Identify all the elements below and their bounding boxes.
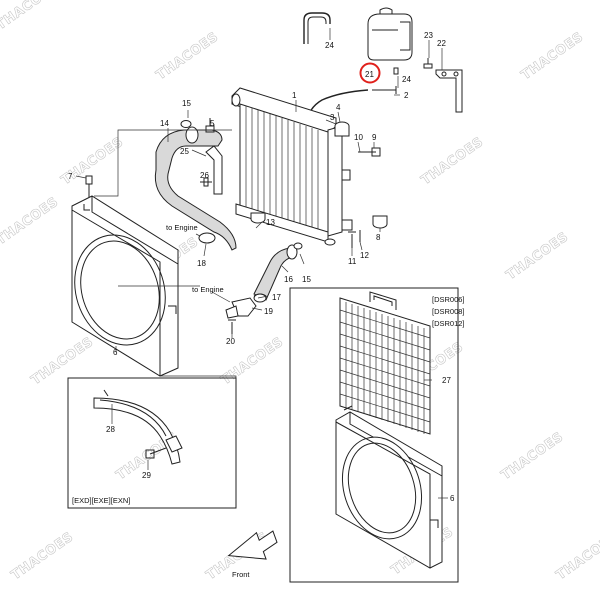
variant-code: [DSR008] <box>432 307 465 316</box>
part-number: 26 <box>200 171 209 180</box>
watermark-text: THACOES <box>504 230 572 284</box>
bolt-7 <box>85 175 93 198</box>
lower-hose <box>253 242 303 303</box>
part-number: 9 <box>372 133 377 142</box>
guard-bolt <box>145 447 167 459</box>
part-number: 25 <box>180 147 189 156</box>
highlight-circle <box>359 62 381 84</box>
mesh-pattern <box>339 302 431 434</box>
part-number: 27 <box>442 376 451 385</box>
part-number: 19 <box>264 307 273 316</box>
front-label: Front <box>232 570 250 579</box>
watermark-text: THACOES <box>519 30 587 84</box>
part-number: 1 <box>292 91 297 100</box>
part-number: 16 <box>284 275 293 284</box>
part-number: 6 <box>450 494 455 503</box>
part-number: 14 <box>160 119 169 128</box>
option-code: [EXD][EXE][EXN] <box>72 496 130 505</box>
hose-bracket <box>200 118 223 195</box>
watermark-text: THACOES <box>29 335 97 389</box>
radiator-assembly <box>231 87 388 248</box>
inset-box-guard <box>67 377 237 509</box>
part-number: 24 <box>402 75 411 84</box>
leader-lines <box>75 28 448 499</box>
watermark-text: THACOES <box>0 195 61 249</box>
tank-bracket <box>435 69 463 113</box>
watermark-text: THACOES <box>154 30 222 84</box>
hose-clamp <box>180 120 192 128</box>
overflow-hose <box>303 12 331 44</box>
part-number: 10 <box>354 133 363 142</box>
to-engine-label: to Engine <box>166 223 198 232</box>
part-number: 29 <box>142 471 151 480</box>
part-number: 11 <box>348 257 357 266</box>
part-number: 5 <box>210 119 215 128</box>
reserve-tank <box>367 13 413 61</box>
part-number: 20 <box>226 337 235 346</box>
part-number: 12 <box>360 251 369 260</box>
part-number: 21 <box>365 70 374 79</box>
watermark-text: THACOES <box>9 530 77 584</box>
to-engine-label: to Engine <box>192 285 224 294</box>
part-number: 4 <box>336 103 341 112</box>
part-number: 8 <box>376 233 381 242</box>
watermark-text: THACOES <box>554 530 600 584</box>
water-pipe <box>225 293 267 334</box>
part-number: 2 <box>404 91 409 100</box>
variant-code: [DSR006] <box>432 295 465 304</box>
part-number: 22 <box>437 39 446 48</box>
watermark-text: THACOES <box>0 0 61 33</box>
part-number: 17 <box>272 293 281 302</box>
variant-box <box>289 287 459 583</box>
variant-frame <box>289 287 459 583</box>
part-number: 18 <box>197 259 206 268</box>
part-number: 28 <box>106 425 115 434</box>
part-number: 15 <box>302 275 311 284</box>
part-number: 15 <box>182 99 191 108</box>
bolt <box>358 147 381 157</box>
part-number-labels: 1 2 3 4 5 6 7 8 9 10 11 12 13 14 15 16 1… <box>68 31 455 503</box>
part-number: 6 <box>113 348 118 357</box>
part-number: 13 <box>266 218 275 227</box>
watermark-text: THACOES <box>499 430 567 484</box>
front-arrow-icon <box>227 530 278 560</box>
part-number: 3 <box>330 113 335 122</box>
variant-code: [DSR012] <box>432 319 465 328</box>
part-number: 7 <box>68 172 73 181</box>
tank-bolt <box>423 58 433 69</box>
part-number: 23 <box>424 31 433 40</box>
part-number: 24 <box>325 41 334 50</box>
watermark-text: THACOES <box>419 135 487 189</box>
text-labels: to Engine to Engine [DSR006] [DSR008] [D… <box>72 223 465 579</box>
inset-frame <box>67 377 237 509</box>
radiator-fins <box>245 106 319 232</box>
